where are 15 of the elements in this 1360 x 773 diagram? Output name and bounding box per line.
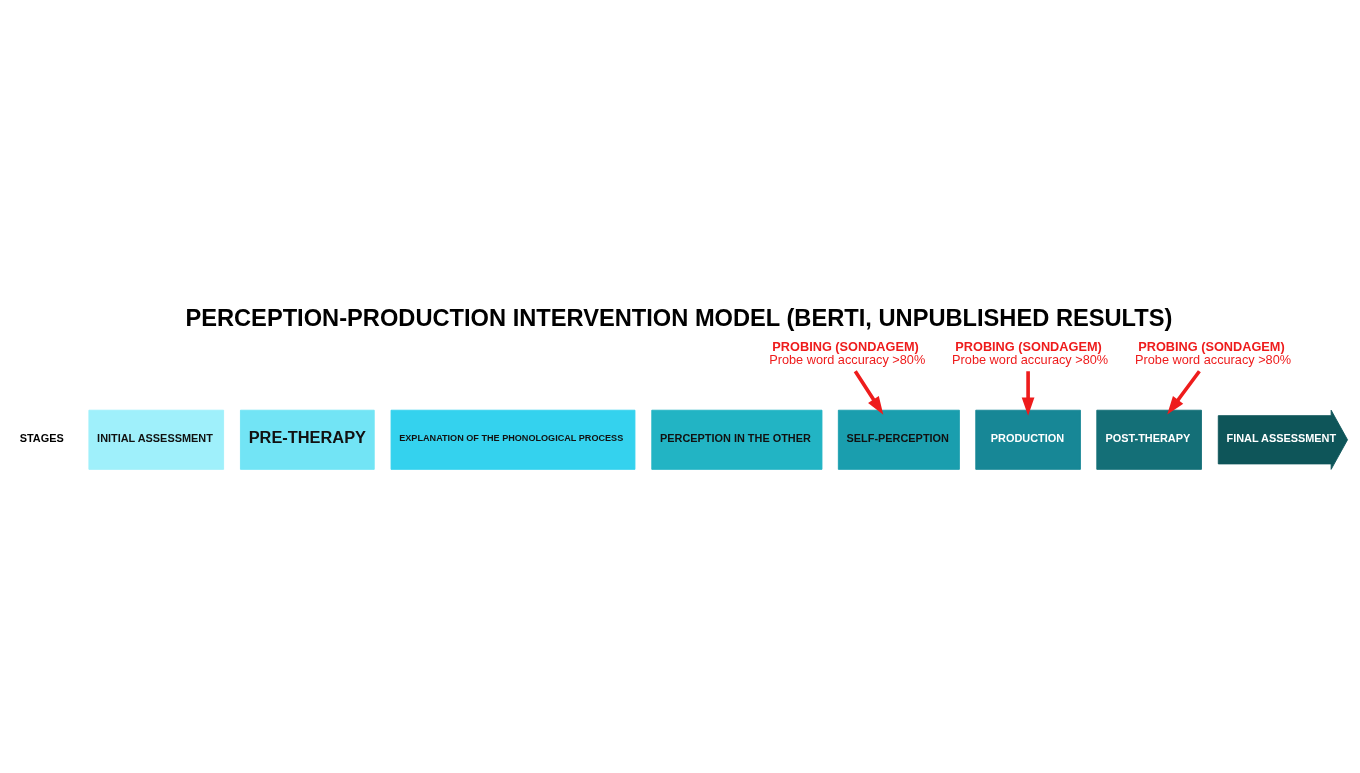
node-box: PRE-THERAPY [240,409,375,470]
arrow [1167,369,1201,415]
node-box: PRODUCTION [975,409,1081,470]
node-text: PROBING (SONDAGEM) Probe word accuracy >80% [1135,338,1292,367]
arrow [853,369,884,415]
node-text: PROBING (SONDAGEM) Probe word accuracy >80% [769,338,926,367]
node-box: EXPLANATION OF THE PHONOLOGICAL PROCESS [390,409,636,470]
node-box: PERCEPTION IN THE OTHER [651,409,823,470]
diagram-title: PERCEPTION-PRODUCTION INTERVENTION MODEL (BERTI, UNPUBLISHED RESULTS) [185,304,1173,331]
node-box: SELF-PERCEPTION [837,409,960,470]
label: STAGES [19,431,64,444]
node-box: POST-THERAPY [1096,409,1202,470]
node-text: PROBING (SONDAGEM) Probe word accuracy >80% [952,338,1109,367]
node-box: INITIAL ASSESSMENT [88,409,225,470]
arrow [1021,370,1035,416]
